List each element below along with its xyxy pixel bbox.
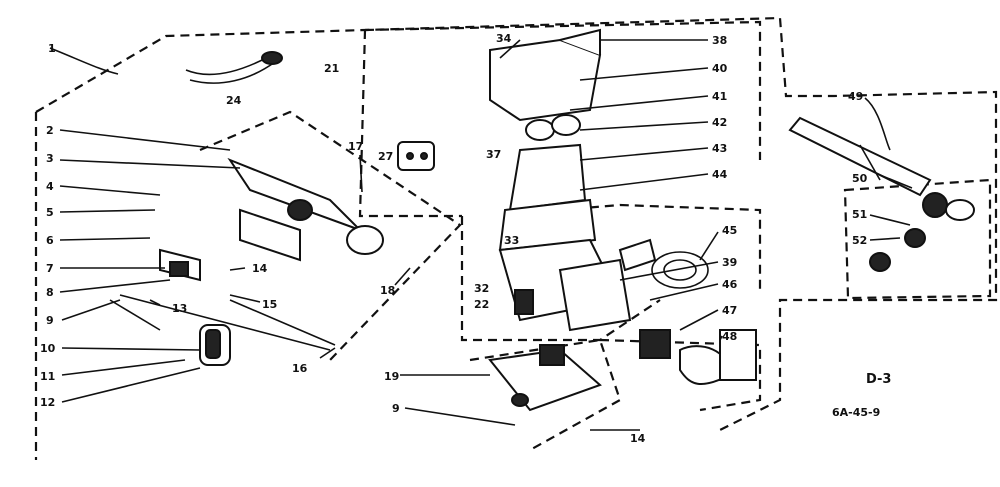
part-label-4: 4 xyxy=(46,180,54,193)
nozzle-fittings-part xyxy=(869,192,975,272)
part-label-2: 2 xyxy=(46,124,54,137)
coil-wire-part xyxy=(618,238,709,289)
part-label-40: 40 xyxy=(712,62,728,75)
part-label-45: 45 xyxy=(722,224,737,237)
part-label-19: 19 xyxy=(384,370,399,383)
part-label-12: 12 xyxy=(40,396,55,409)
part-label-51: 51 xyxy=(852,208,867,221)
bracket-assembly-part xyxy=(159,208,301,282)
part-label-34: 34 xyxy=(496,32,512,45)
right-subassembly-box xyxy=(843,178,992,300)
bottom-bracket-part xyxy=(488,344,640,431)
part-label-52: 52 xyxy=(852,234,867,247)
part-label-38: 38 xyxy=(712,34,727,47)
part-label-14-left: 14 xyxy=(252,262,268,275)
part-label-42: 42 xyxy=(712,116,727,129)
part-label-16: 16 xyxy=(292,362,308,375)
tube-part xyxy=(788,116,932,197)
part-label-46: 46 xyxy=(722,278,738,291)
part-code: 6A-45-9 xyxy=(832,406,880,419)
part-label-32: 32 xyxy=(474,282,489,295)
part-label-17: 17 xyxy=(348,140,363,153)
part-label-11: 11 xyxy=(40,370,55,383)
part-label-14-bottom: 14 xyxy=(630,432,646,445)
part-label-9: 9 xyxy=(46,314,54,327)
part-label-27: 27 xyxy=(378,150,393,163)
left-subassembly-box xyxy=(199,110,462,361)
part-label-24: 24 xyxy=(226,94,242,107)
part-label-37: 37 xyxy=(486,148,501,161)
part-label-41: 41 xyxy=(712,90,727,103)
bottom-subassembly-box xyxy=(469,338,622,451)
part-label-6: 6 xyxy=(46,234,54,247)
part-label-48: 48 xyxy=(722,330,737,343)
part-label-33: 33 xyxy=(504,234,519,247)
part-label-43: 43 xyxy=(712,142,727,155)
part-label-21: 21 xyxy=(324,62,339,75)
diagram-id: D-3 xyxy=(866,372,891,387)
outer-boundary xyxy=(34,16,998,460)
part-labels: 1 24 2 3 4 5 6 7 8 9 10 11 12 13 14 15 1… xyxy=(40,32,868,445)
lower-right-box xyxy=(599,338,762,412)
coil-part xyxy=(199,324,231,366)
part-label-15: 15 xyxy=(262,298,277,311)
leader-lines xyxy=(49,39,913,426)
upper-subassembly-box xyxy=(358,20,762,218)
part-label-13: 13 xyxy=(172,302,187,315)
part-label-7: 7 xyxy=(46,262,54,275)
part-label-44: 44 xyxy=(712,168,728,181)
valve-stack-part xyxy=(498,114,597,252)
cover-housing-part xyxy=(489,28,602,122)
part-label-50: 50 xyxy=(852,172,868,185)
part-label-39: 39 xyxy=(722,256,737,269)
part-label-3: 3 xyxy=(46,152,54,165)
part-label-47: 47 xyxy=(722,304,737,317)
part-label-22: 22 xyxy=(474,298,489,311)
control-body-part xyxy=(498,238,632,332)
barrel-cylinder-part xyxy=(227,157,384,255)
gasket-part xyxy=(397,141,435,171)
part-label-5: 5 xyxy=(46,206,54,219)
part-label-49: 49 xyxy=(848,90,863,103)
wire-harness-part xyxy=(185,51,283,84)
part-label-1: 1 xyxy=(48,42,56,55)
clamp-parts xyxy=(639,329,757,385)
part-label-10: 10 xyxy=(40,342,56,355)
part-label-9-bottom: 9 xyxy=(392,402,400,415)
rod-part xyxy=(109,294,336,351)
part-label-8: 8 xyxy=(46,286,54,299)
part-label-18: 18 xyxy=(380,284,395,297)
